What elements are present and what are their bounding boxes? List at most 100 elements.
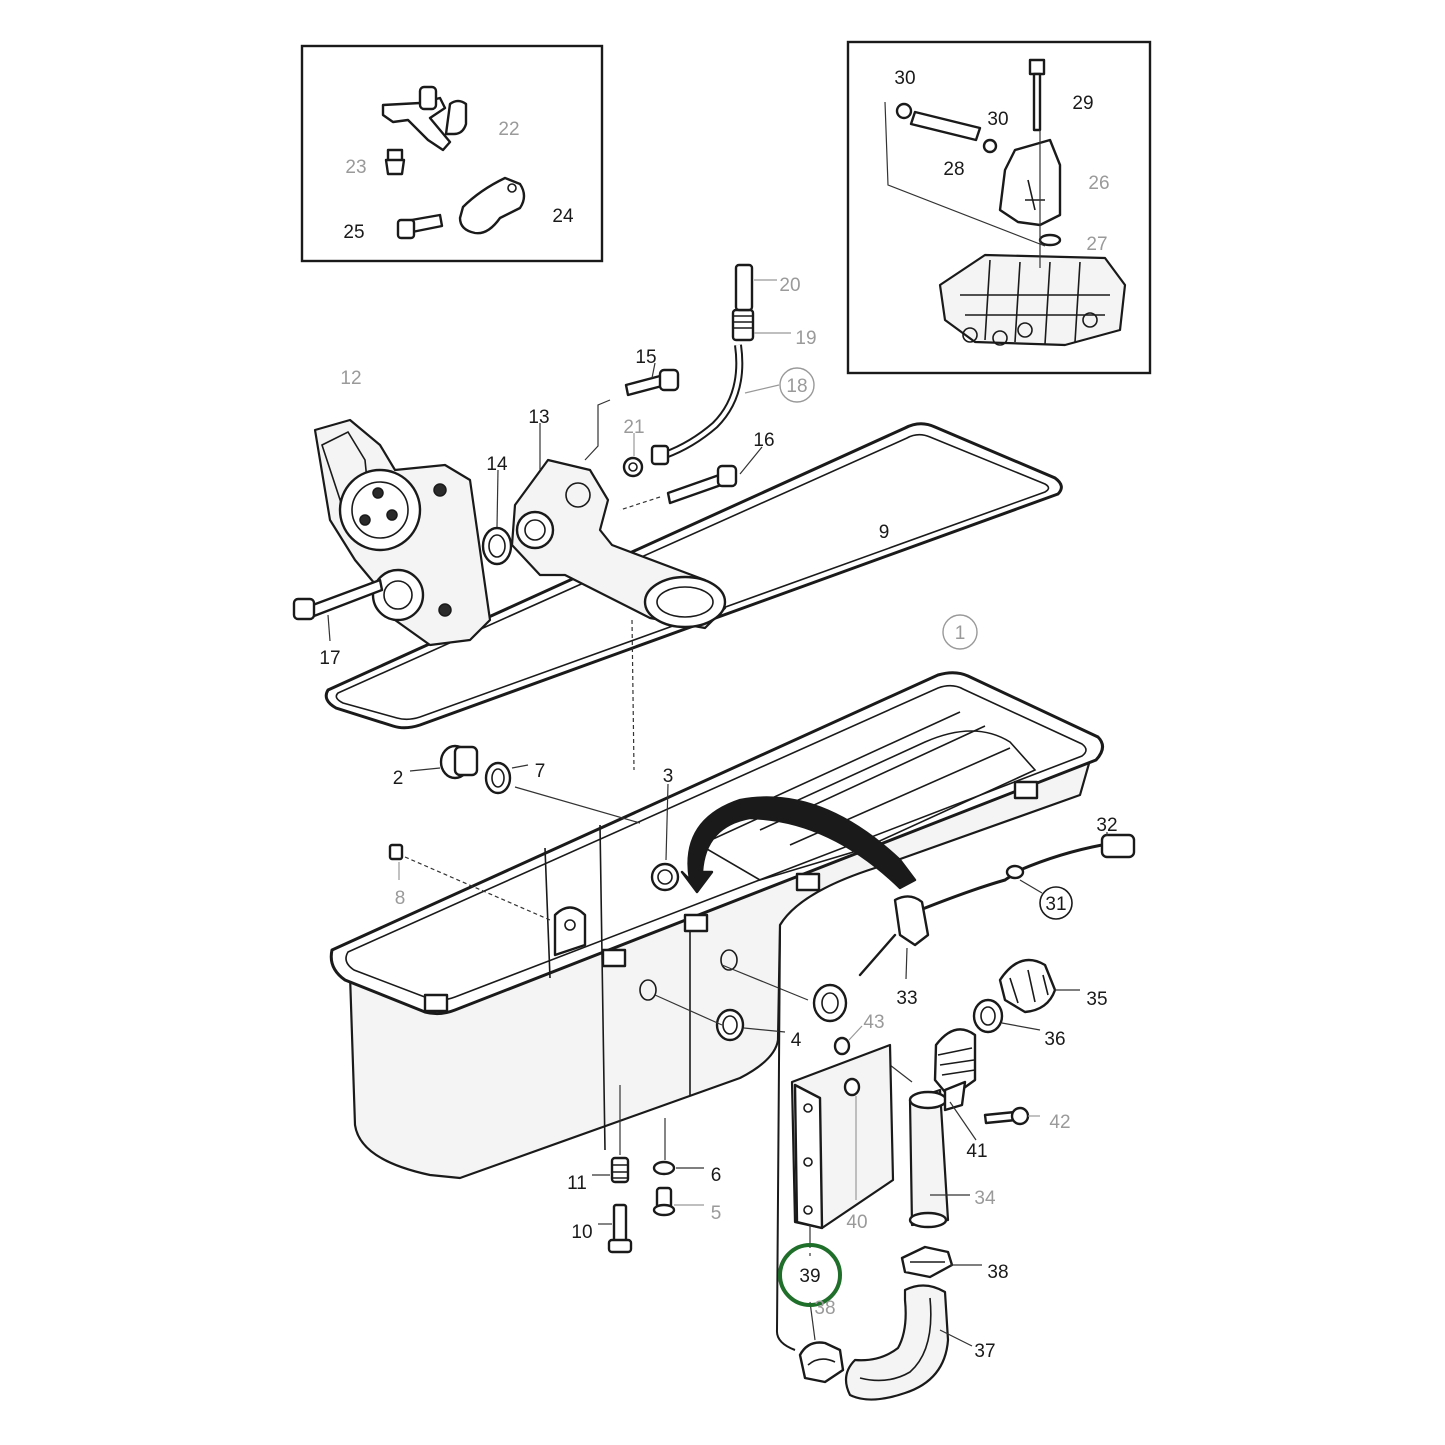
callout-41: 41	[966, 1141, 987, 1162]
callout-39: 39	[778, 1243, 842, 1307]
callout-label: 39	[799, 1266, 820, 1287]
inset-box-left	[300, 44, 604, 263]
callout-label: 9	[879, 522, 890, 543]
callout-label: 34	[974, 1188, 996, 1209]
callout-8: 8	[395, 888, 406, 909]
callout-19: 19	[795, 328, 816, 349]
callout-label: 1	[955, 623, 966, 644]
callout-label: 35	[1086, 989, 1107, 1010]
oil-sensor	[858, 832, 1136, 980]
callout-label: 24	[552, 206, 574, 227]
callout-1: 1	[942, 614, 978, 650]
callout-label: 2	[393, 768, 404, 789]
callout-40: 40	[846, 1212, 867, 1233]
callout-label: 25	[343, 222, 364, 243]
callout-31: 31	[1039, 886, 1073, 920]
drain-screws	[592, 1085, 704, 1254]
callout-4: 4	[791, 1030, 802, 1051]
callout-label: 30	[894, 68, 915, 89]
callout-label: 3	[663, 766, 674, 787]
callout-33: 33	[896, 988, 917, 1009]
callout-34: 34	[974, 1188, 996, 1209]
callout-28: 28	[943, 159, 964, 180]
callout-label: 41	[966, 1141, 987, 1162]
callout-13: 13	[528, 407, 549, 428]
callout-label: 31	[1045, 894, 1066, 915]
highlight-ring	[778, 1243, 842, 1307]
callout-label: 6	[711, 1165, 722, 1186]
callout-label: 27	[1086, 234, 1107, 255]
callout-label: 7	[535, 761, 546, 782]
cover-plate-39	[790, 1025, 895, 1248]
callout-label: 5	[711, 1203, 722, 1224]
callout-21: 21	[623, 417, 644, 438]
callout-label: 8	[395, 888, 406, 909]
callout-label: 28	[943, 159, 964, 180]
callout-30: 30	[987, 109, 1008, 130]
callout-label: 4	[791, 1030, 802, 1051]
filler-neck-34	[889, 958, 1080, 1229]
callout-2: 2	[393, 768, 404, 789]
callout-42: 42	[1049, 1112, 1070, 1133]
callout-35: 35	[1086, 989, 1107, 1010]
callout-label: 33	[896, 988, 917, 1009]
callout-14: 14	[486, 454, 508, 475]
callout-label: 26	[1088, 173, 1109, 194]
callout-label: 36	[1044, 1029, 1065, 1050]
dipstick-tube-18	[650, 263, 791, 466]
callout-7: 7	[535, 761, 546, 782]
washer-21	[622, 433, 644, 478]
callout-23: 23	[345, 157, 366, 178]
callout-label: 38	[987, 1262, 1008, 1283]
callout-10: 10	[571, 1222, 592, 1243]
callout-label: 23	[345, 157, 366, 178]
callout-36: 36	[1044, 1029, 1065, 1050]
callout-16: 16	[753, 430, 774, 451]
callout-label: 18	[786, 376, 807, 397]
bolt-17	[292, 578, 384, 642]
callout-label: 40	[846, 1212, 867, 1233]
callout-label: 11	[567, 1173, 587, 1194]
callout-27: 27	[1086, 234, 1107, 255]
callout-label: 22	[498, 119, 519, 140]
callout-label: 38	[814, 1298, 835, 1319]
callout-label: 20	[779, 275, 800, 296]
callout-11: 11	[567, 1173, 587, 1194]
callout-label: 17	[319, 648, 340, 669]
inset-box-right	[846, 40, 1152, 375]
callout-label: 32	[1096, 815, 1117, 836]
callout-ring	[942, 614, 978, 650]
callout-label: 14	[486, 454, 508, 475]
callout-20: 20	[779, 275, 800, 296]
hose-37	[775, 929, 982, 1401]
plugs-4	[654, 964, 848, 1033]
callout-30: 30	[894, 68, 915, 89]
callout-22: 22	[498, 119, 519, 140]
callout-label: 21	[623, 417, 644, 438]
gasket-9	[324, 422, 1063, 730]
callout-26: 26	[1088, 173, 1109, 194]
oil-pipe-13	[481, 423, 727, 771]
callout-32: 32	[1096, 815, 1117, 836]
oil-pan-1	[329, 671, 1104, 1180]
callout-label: 15	[635, 347, 656, 368]
callout-label: 16	[753, 430, 774, 451]
callout-12: 12	[340, 368, 361, 389]
pin-8	[388, 843, 551, 921]
callout-6: 6	[711, 1165, 722, 1186]
leader-3	[665, 783, 669, 861]
callout-37: 37	[974, 1341, 995, 1362]
callout-25: 25	[343, 222, 364, 243]
callout-label: 12	[340, 368, 361, 389]
callout-3: 3	[663, 766, 674, 787]
callout-17: 17	[319, 648, 340, 669]
callout-label: 29	[1072, 93, 1093, 114]
drain-plug-2	[409, 744, 641, 824]
callout-38: 38	[814, 1298, 835, 1319]
callout-38: 38	[987, 1262, 1008, 1283]
callout-ring	[1039, 886, 1073, 920]
callout-43: 43	[863, 1012, 884, 1033]
callout-24: 24	[552, 206, 574, 227]
